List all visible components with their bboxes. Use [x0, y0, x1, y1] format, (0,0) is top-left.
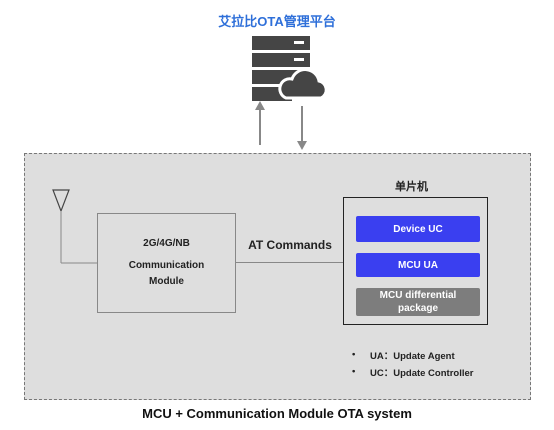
sync-arrows-icon — [255, 101, 307, 150]
communication-module: 2G/4G/NB Communication Module — [97, 213, 236, 313]
comm-module-line3: Module — [149, 276, 184, 287]
comm-module-line2: Communication — [128, 260, 205, 271]
antenna-icon — [52, 189, 97, 264]
mcu-ua-block: MCU UA — [356, 253, 480, 277]
package-label-line1: MCU differential — [379, 290, 457, 301]
legend-item-ua: • UA：Update Agent — [352, 346, 473, 363]
legend: • UA：Update Agent • UC：Update Controller — [352, 346, 473, 380]
comm-module-line1: 2G/4G/NB — [143, 238, 190, 249]
bullet: • — [352, 349, 356, 360]
device-uc-block: Device UC — [356, 216, 480, 242]
at-commands-label: AT Commands — [248, 238, 332, 252]
mcu-differential-package-block: MCU differential package — [356, 288, 480, 316]
bullet: • — [352, 366, 356, 377]
platform-title: 艾拉比OTA管理平台 — [218, 14, 336, 29]
legend-text: UC：Update Controller — [370, 367, 474, 379]
mcu-title: 单片机 — [395, 181, 428, 193]
legend-text: UA：Update Agent — [370, 350, 455, 362]
package-label-line2: package — [397, 303, 439, 314]
legend-item-uc: • UC：Update Controller — [352, 363, 473, 380]
server-cloud-icon — [252, 36, 328, 101]
connection-line — [236, 262, 343, 263]
diagram-caption: MCU + Communication Module OTA system — [142, 406, 412, 421]
